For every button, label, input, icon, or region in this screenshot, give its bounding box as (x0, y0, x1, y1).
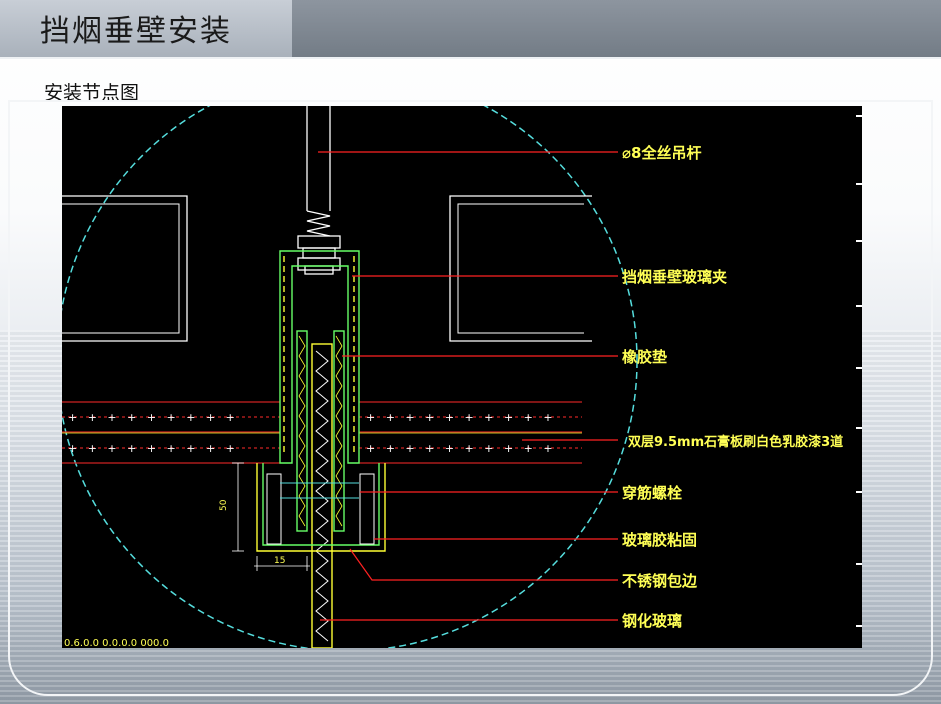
svg-text:+ + + + + + + +: + + + + + + + + + + (366, 442, 553, 455)
slide-frame (8, 100, 933, 696)
leader-lines (318, 151, 618, 621)
gypsum-board (62, 401, 582, 464)
tempered-glass (311, 343, 333, 648)
title-bar (0, 0, 292, 57)
dimension-width: 15 (274, 556, 285, 566)
drawing-footnote: 0.6.0.0 0.0.0.0 000.0 (64, 638, 169, 648)
ceiling-outline-right-inner (457, 203, 584, 334)
label-stainless-trim: 不锈钢包边 (622, 572, 698, 590)
border-ticks (856, 115, 862, 627)
ceiling-outline-right (449, 195, 592, 342)
detail-circle (62, 106, 638, 648)
glass-clamp (279, 250, 360, 532)
svg-text:+ + + + + + + +: + + + + + + + + + (68, 442, 235, 455)
header-band (292, 0, 941, 57)
page-title: 挡烟垂壁安装 (40, 14, 232, 49)
label-hanging-rod: ⌀8全丝吊杆 (622, 144, 701, 162)
gypsum-board-hatch: + + + + + + + + + + + + + + + + + + + + … (68, 411, 553, 455)
dimension-lines (232, 462, 310, 571)
header-divider (0, 57, 941, 59)
ceiling-outline-left-inner (62, 203, 180, 334)
svg-text:+ + + + + + + +: + + + + + + + + + + (366, 411, 553, 424)
installation-node-drawing: + + + + + + + + + + + + + + + + + + + + … (62, 106, 862, 648)
section-subtitle: 安装节点图 (44, 82, 140, 104)
stainless-trim (256, 463, 386, 552)
hanging-rod (297, 106, 341, 275)
label-through-bolt: 穿筋螺栓 (622, 484, 682, 502)
label-gypsum-board: 双层9.5mm石膏板刷白色乳胶漆3道 (628, 434, 843, 450)
dimension-height: 50 (219, 499, 229, 511)
label-tempered-glass: 钢化玻璃 (622, 612, 682, 630)
label-rubber-pad: 橡胶垫 (622, 348, 667, 366)
label-glass-clamp: 挡烟垂壁玻璃夹 (622, 268, 727, 286)
label-glass-glue: 玻璃胶粘固 (622, 531, 697, 549)
ceiling-outline-left (62, 195, 188, 342)
svg-text:+ + + + + + + +: + + + + + + + + + (68, 411, 235, 424)
